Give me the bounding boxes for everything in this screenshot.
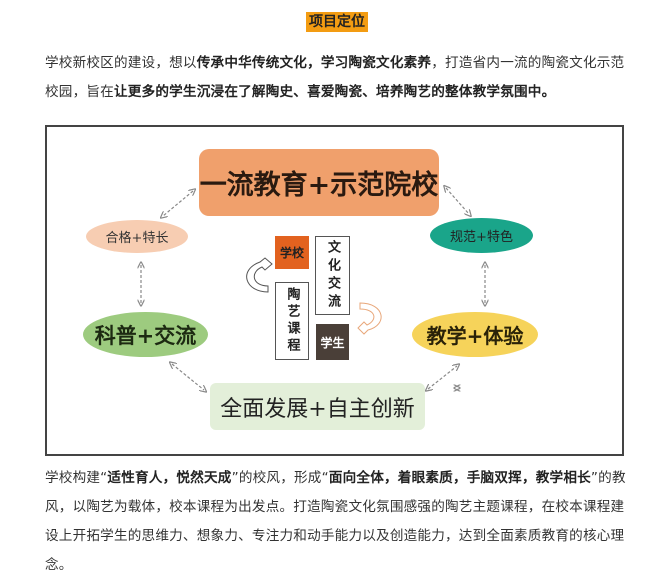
emphasis-text: 面向全体，着眼素质，手脑双挥，教学相长 (328, 470, 591, 486)
connector-arrow (428, 366, 457, 389)
center-culture-tag: 文化交流 (315, 236, 350, 315)
text-segment: 学校构建“ (45, 470, 108, 486)
center-school-tag: 学校 (275, 236, 309, 269)
emphasis-text: 传承中华传统文化，学习陶瓷文化素养 (196, 55, 432, 71)
goal-box-bottom: 全面发展+自主创新 (210, 383, 425, 430)
connector-arrow (172, 364, 204, 390)
ellipse-left-mid: 科普+交流 (83, 312, 208, 357)
text-segment: ，打造省内一流的陶瓷文化示范校园，旨在 (45, 55, 625, 100)
connector-arrow (446, 188, 469, 214)
ellipse-right-top: 规范+特色 (430, 218, 533, 253)
text-segment: ”的教风，以陶艺为载体，校本课程为出发点。打造陶瓷文化氛围感强的陶艺主题课程，在… (45, 470, 626, 573)
diagram-frame (45, 125, 624, 456)
goal-box-top: 一流教育+示范院校 (199, 149, 439, 216)
emphasis-text: 让更多的学生沉浸在了解陶史、喜爱陶瓷、培养陶艺的整体教学氛围中。 (113, 84, 556, 100)
section-title: 项目定位 (306, 12, 368, 32)
text-segment: ”的校风，形成“ (231, 470, 329, 486)
ellipse-left-top: 合格+特长 (86, 220, 188, 253)
body-paragraph: 学校构建“适性育人，悦然天成”的校风，形成“面向全体，着眼素质，手脑双挥，教学相… (45, 464, 630, 580)
curved-arrow-left-icon (246, 257, 273, 293)
center-course-tag: 陶艺课程 (275, 282, 309, 360)
emphasis-text: 适性育人，悦然天成 (107, 470, 232, 486)
text-segment: 学校新校区的建设，想以 (45, 55, 197, 71)
connector-arrow (163, 191, 193, 216)
ellipse-right-mid: 教学+体验 (412, 312, 538, 357)
intro-paragraph: 学校新校区的建设，想以传承中华传统文化，学习陶瓷文化素养，打造省内一流的陶瓷文化… (45, 49, 630, 107)
curved-arrow-right-icon (357, 302, 382, 335)
center-student-tag: 学生 (316, 324, 349, 360)
